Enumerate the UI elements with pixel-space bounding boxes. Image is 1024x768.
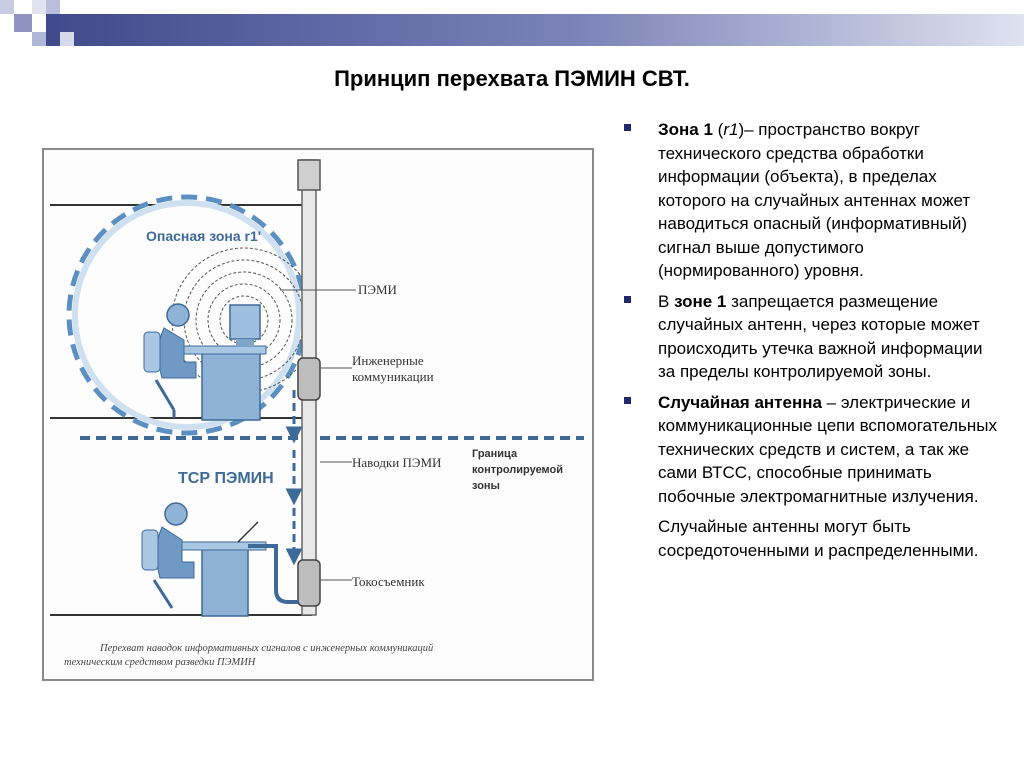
header-square-decor — [0, 0, 14, 14]
zone1-r1: r1 — [723, 120, 739, 139]
header-square-decor — [14, 14, 32, 32]
header-square-decor — [46, 0, 60, 14]
engineering-line1: Инженерные — [352, 353, 424, 368]
engineering-line2: коммуникации — [352, 369, 434, 384]
bullet-zone1-definition: Зона 1 (r1)– пространство вокруг техниче… — [620, 118, 1000, 283]
bullet-square-icon — [624, 396, 631, 404]
bullet-list: Зона 1 (r1)– пространство вокруг техниче… — [620, 118, 1000, 562]
diagram-canvas — [50, 159, 584, 617]
zone1-paren: ( — [712, 120, 724, 139]
bullet-zone1-prohibition: В зоне 1 запрещается размещение случайны… — [620, 290, 1000, 384]
prohibition-text: запрещается размещение случайных антенн,… — [658, 291, 983, 382]
lower-workstation — [141, 502, 298, 617]
danger-zone-label: Опасная зона r1' — [146, 228, 262, 244]
current-collector-label: Токосъемник — [352, 574, 425, 589]
pemi-label: ПЭМИ — [358, 282, 397, 297]
zone1-term: Зона 1 — [658, 120, 713, 139]
pipe-cap — [297, 159, 321, 191]
header-gradient-bar — [46, 14, 1024, 46]
prohibition-zone: зоне 1 — [674, 291, 727, 311]
engineering-communications-label: Инженерные коммуникации — [352, 353, 434, 385]
bullet-random-antenna: Случайная антенна – электрические и комм… — [620, 391, 1000, 509]
header-square-decor — [32, 0, 46, 14]
danger-zone-glow — [72, 200, 302, 430]
bullet-square-icon — [624, 124, 631, 131]
random-antenna-text: – электрические и коммуникационные цепи … — [658, 392, 998, 506]
bullet-square-icon — [624, 295, 631, 303]
tsr-pemin-label: ТСР ПЭМИН — [178, 470, 274, 487]
border-line2: контролируемой — [472, 464, 564, 476]
controlled-zone-border-label: Граница контролируемой зоны — [472, 446, 563, 494]
label-leaders — [280, 289, 356, 581]
border-line1: Граница — [472, 448, 518, 460]
diagram-caption: Перехват наводок информативных сигналов … — [64, 642, 584, 670]
upper-workstation — [143, 303, 267, 421]
caption-line1: Перехват наводок информативных сигналов … — [100, 643, 434, 654]
random-antenna-types: Случайные антенны могут быть сосредоточе… — [658, 517, 979, 560]
slide-title: Принцип перехвата ПЭМИН СВТ. — [334, 66, 690, 91]
random-antenna-term: Случайная антенна — [658, 392, 822, 412]
header-square-decor — [60, 32, 74, 46]
leakage-label: Наводки ПЭМИ — [352, 455, 442, 470]
interception-diagram: Опасная зона r1' ТСР ПЭМИН ПЭМИ Инженерн… — [42, 148, 594, 681]
border-line3: зоны — [472, 480, 500, 492]
zone1-description: )– пространство вокруг технического сред… — [658, 120, 971, 280]
pipe-node-lower — [297, 559, 321, 607]
header-square-decor — [32, 32, 46, 46]
prohibition-pre: В — [658, 291, 675, 311]
pipe-node-upper — [297, 357, 321, 401]
caption-line2: техническим средством разведки ПЭМИН — [64, 657, 256, 668]
leakage-arrows — [285, 390, 303, 566]
